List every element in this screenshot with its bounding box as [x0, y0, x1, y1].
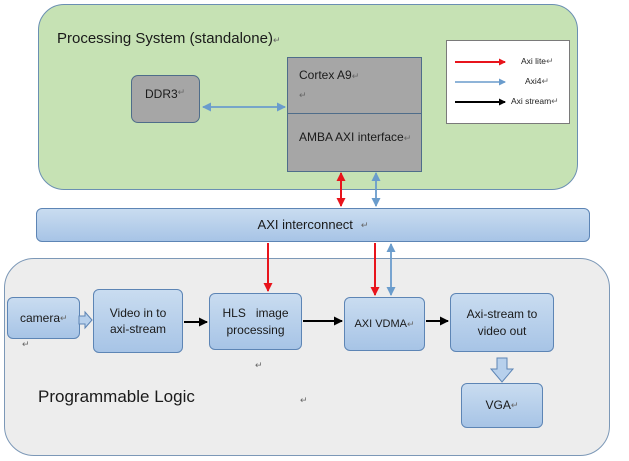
stream-out-to-vga-arrow [489, 357, 515, 383]
axi-interconnect-bar: AXI interconnect ↵ [36, 208, 590, 242]
legend-axi4-text: Axi4 [525, 76, 542, 86]
vga-label: VGA [485, 398, 511, 413]
hls-image-processing-block: HLS image processing [209, 293, 302, 350]
processing-system-title-text: Processing System (standalone) [57, 30, 273, 47]
paragraph-mark: ↵ [403, 133, 412, 143]
paragraph-mark: ↵ [299, 90, 307, 100]
paragraph-mark: ↵ [177, 87, 186, 97]
video-in-label: Video in to axi-stream [109, 305, 167, 336]
paragraph-mark: ↵ [551, 96, 559, 106]
paragraph-mark: ↵ [541, 76, 550, 86]
axi-vdma-label: AXI VDMA [354, 317, 408, 330]
legend-axi-stream-text: Axi stream [511, 96, 552, 106]
paragraph-mark: ↵ [22, 339, 30, 349]
paragraph-mark: ↵ [360, 219, 369, 230]
legend-axi4-label: Axi4↵ [525, 76, 549, 87]
axi-interconnect-label: AXI interconnect [257, 217, 353, 233]
legend-lines [455, 58, 506, 106]
paragraph-mark: ↵ [272, 35, 281, 45]
legend-axi-stream-label: Axi stream↵ [511, 96, 559, 107]
axi-stream-to-video-out-block: Axi-stream to video out [450, 293, 554, 352]
cortex-a9-block: Cortex A9↵ ↵ AMBA AXI interface↵ [287, 57, 422, 172]
programmable-logic-title: Programmable Logic [38, 387, 195, 406]
paragraph-mark: ↵ [510, 400, 519, 411]
cortex-divider [288, 113, 421, 114]
legend-axi-lite-label: Axi lite↵ [521, 56, 554, 67]
camera-label: camera [20, 310, 61, 325]
paragraph-mark: ↵ [407, 318, 415, 329]
ddr3-block: DDR3↵ [131, 75, 200, 123]
legend-axi-lite-text: Axi lite [521, 56, 547, 66]
paragraph-mark: ↵ [546, 56, 554, 66]
paragraph-mark: ↵ [300, 395, 308, 405]
cortex-a9-text: Cortex A9 [299, 68, 352, 82]
paragraph-mark: ↵ [255, 360, 263, 370]
processing-system-title: Processing System (standalone)↵ [57, 30, 280, 47]
amba-axi-interface-text: AMBA AXI interface [299, 130, 404, 144]
vga-block: VGA↵ [461, 383, 543, 428]
axi-vdma-block: AXI VDMA↵ [344, 297, 425, 351]
camera-to-video-in-arrow [78, 310, 93, 330]
paragraph-mark: ↵ [351, 71, 360, 81]
legend: Axi lite↵ Axi4↵ Axi stream↵ [446, 40, 570, 124]
ddr3-label: DDR3 [145, 87, 178, 101]
paragraph-mark: ↵ [60, 312, 68, 323]
hls-image-processing-label: HLS image processing [222, 306, 292, 337]
video-in-block: Video in to axi-stream [93, 289, 183, 353]
axi-stream-to-video-out-label: Axi-stream to video out [466, 307, 538, 338]
amba-axi-interface-label: AMBA AXI interface↵ [299, 130, 411, 144]
cortex-a9-label: Cortex A9↵ [299, 68, 359, 82]
